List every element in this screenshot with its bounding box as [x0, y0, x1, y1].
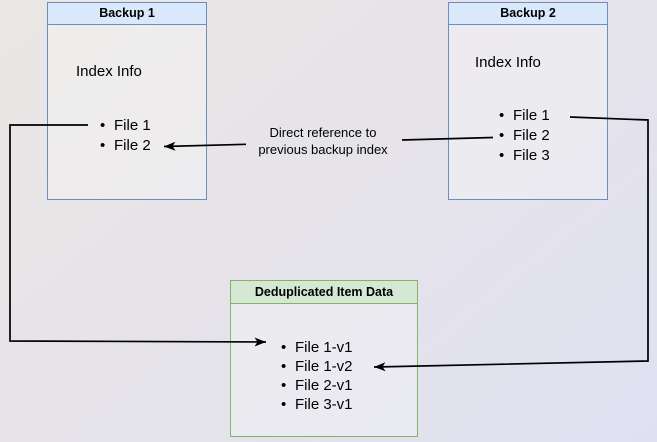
backup2-title: Backup 2: [500, 6, 556, 20]
backup2-file-list: File 1 File 2 File 3: [499, 106, 550, 166]
backup1-box: Backup 1 Index Info File 1 File 2: [47, 2, 207, 200]
list-item: File 1: [100, 116, 151, 136]
backup1-index-info-label: Index Info: [76, 63, 142, 80]
backup1-header: Backup 1: [48, 3, 206, 25]
list-item: File 2: [100, 136, 151, 156]
list-item: File 3: [499, 146, 550, 166]
backup2-box: Backup 2 Index Info File 1 File 2 File 3: [448, 2, 608, 200]
annotation-line2: previous backup index: [258, 142, 388, 157]
annotation-label: Direct reference to previous backup inde…: [238, 124, 408, 158]
list-item: File 3-v1: [281, 395, 353, 414]
backup1-title: Backup 1: [99, 6, 155, 20]
dedup-box: Deduplicated Item Data File 1-v1 File 1-…: [230, 280, 418, 437]
backup1-file-list: File 1 File 2: [100, 116, 151, 156]
backup2-header: Backup 2: [449, 3, 607, 25]
dedup-header: Deduplicated Item Data: [231, 281, 417, 304]
list-item: File 1-v1: [281, 338, 353, 357]
list-item: File 1-v2: [281, 357, 353, 376]
annotation-line1: Direct reference to: [269, 125, 377, 140]
backup2-index-info-label: Index Info: [475, 54, 541, 71]
dedup-file-list: File 1-v1 File 1-v2 File 2-v1 File 3-v1: [281, 338, 353, 414]
list-item: File 2: [499, 126, 550, 146]
dedup-title: Deduplicated Item Data: [254, 285, 394, 299]
list-item: File 2-v1: [281, 376, 353, 395]
list-item: File 1: [499, 106, 550, 126]
